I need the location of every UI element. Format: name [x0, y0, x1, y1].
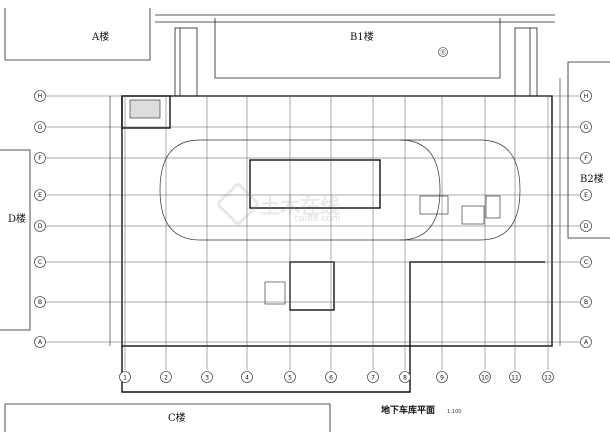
axis-bubble-row: F	[580, 152, 592, 164]
axis-label-row: H	[584, 93, 589, 100]
axis-bubble-row: D	[580, 220, 592, 232]
axis-label-row: A	[38, 339, 43, 346]
axis-label-col: 7	[371, 375, 375, 382]
driving-lanes	[159, 139, 521, 241]
axis-label-col: 1	[123, 375, 127, 382]
axis-label-row: F	[38, 155, 42, 162]
axis-bubble-row: D	[34, 220, 46, 232]
axis-label-row: D	[584, 223, 589, 230]
axis-bubble-row: H	[34, 90, 46, 102]
building-b1-label: B1楼	[350, 32, 374, 43]
axis-label-col: 10	[481, 375, 489, 382]
axis-bubble-col: 7	[367, 371, 379, 383]
axis-bubble-col: 4	[241, 371, 253, 383]
axis-label-col: 3	[205, 375, 209, 382]
axis-bubble-row: E	[580, 189, 592, 201]
axis-bubble-col: 6	[325, 371, 337, 383]
axis-label-row: E	[38, 192, 42, 199]
axis-label-row: E	[584, 192, 588, 199]
drawing-scale: 1:100	[447, 409, 462, 415]
axis-bubble-col: 10	[479, 371, 491, 383]
axis-label-row: C	[584, 259, 588, 266]
axis-label-col: 2	[164, 375, 168, 382]
axis-bubble-row: F	[34, 152, 46, 164]
axis-label-row: D	[38, 223, 43, 230]
axis-bubble-col: 8	[399, 371, 411, 383]
axis-label-col: 4	[245, 375, 249, 382]
axis-label-row: G	[38, 124, 43, 131]
axis-label-row: B	[38, 299, 42, 306]
axis-label-col: 12	[544, 375, 552, 382]
axis-bubble-col: 5	[284, 371, 296, 383]
axis-bubble-row: H	[580, 90, 592, 102]
axis-bubble-row: B	[580, 296, 592, 308]
axis-bubble-col: 1	[119, 371, 131, 383]
building-outlines	[0, 8, 610, 432]
axis-label-row: G	[584, 124, 589, 131]
axis-label-col: 8	[403, 375, 407, 382]
building-b2-label: B2楼	[580, 174, 604, 185]
axis-bubble-col: 12	[542, 371, 554, 383]
axis-label-col: 9	[440, 375, 444, 382]
axis-bubble-row: C	[580, 256, 592, 268]
axis-bubble-row: E	[34, 189, 46, 201]
axis-bubble-col: 3	[201, 371, 213, 383]
building-d-label: D楼	[8, 214, 27, 225]
axis-label-row: A	[584, 339, 589, 346]
axis-bubble-col: 11	[509, 371, 521, 383]
axis-bubble-row: B	[34, 296, 46, 308]
axis-bubble-row: G	[580, 121, 592, 133]
drawing-title-block: 地下车库平面 1:100	[381, 403, 461, 416]
detail-marks	[109, 78, 561, 346]
axis-label-row: F	[584, 155, 588, 162]
axis-label-row: C	[38, 259, 42, 266]
axis-label-col: 11	[511, 375, 519, 382]
axis-bubble-col: 2	[160, 371, 172, 383]
axis-label-col: 6	[329, 375, 333, 382]
b1-marker-label: ⑪	[440, 49, 446, 57]
axis-bubble-row: A	[34, 336, 46, 348]
structural-grid	[46, 95, 580, 370]
building-c-label: C楼	[168, 413, 186, 424]
axis-label-row: H	[38, 93, 43, 100]
b1-grid-marker: ⑪	[438, 47, 448, 57]
axis-label-row: B	[584, 299, 588, 306]
drawing-title: 地下车库平面	[381, 406, 436, 416]
axis-label-col: 5	[288, 375, 292, 382]
building-a-label: A楼	[92, 32, 110, 43]
axis-bubble-row: G	[34, 121, 46, 133]
axis-bubble-col: 9	[436, 371, 448, 383]
axis-bubble-row: C	[34, 256, 46, 268]
axis-bubble-row: A	[580, 336, 592, 348]
watermark-sub: coi88.com	[294, 214, 341, 224]
